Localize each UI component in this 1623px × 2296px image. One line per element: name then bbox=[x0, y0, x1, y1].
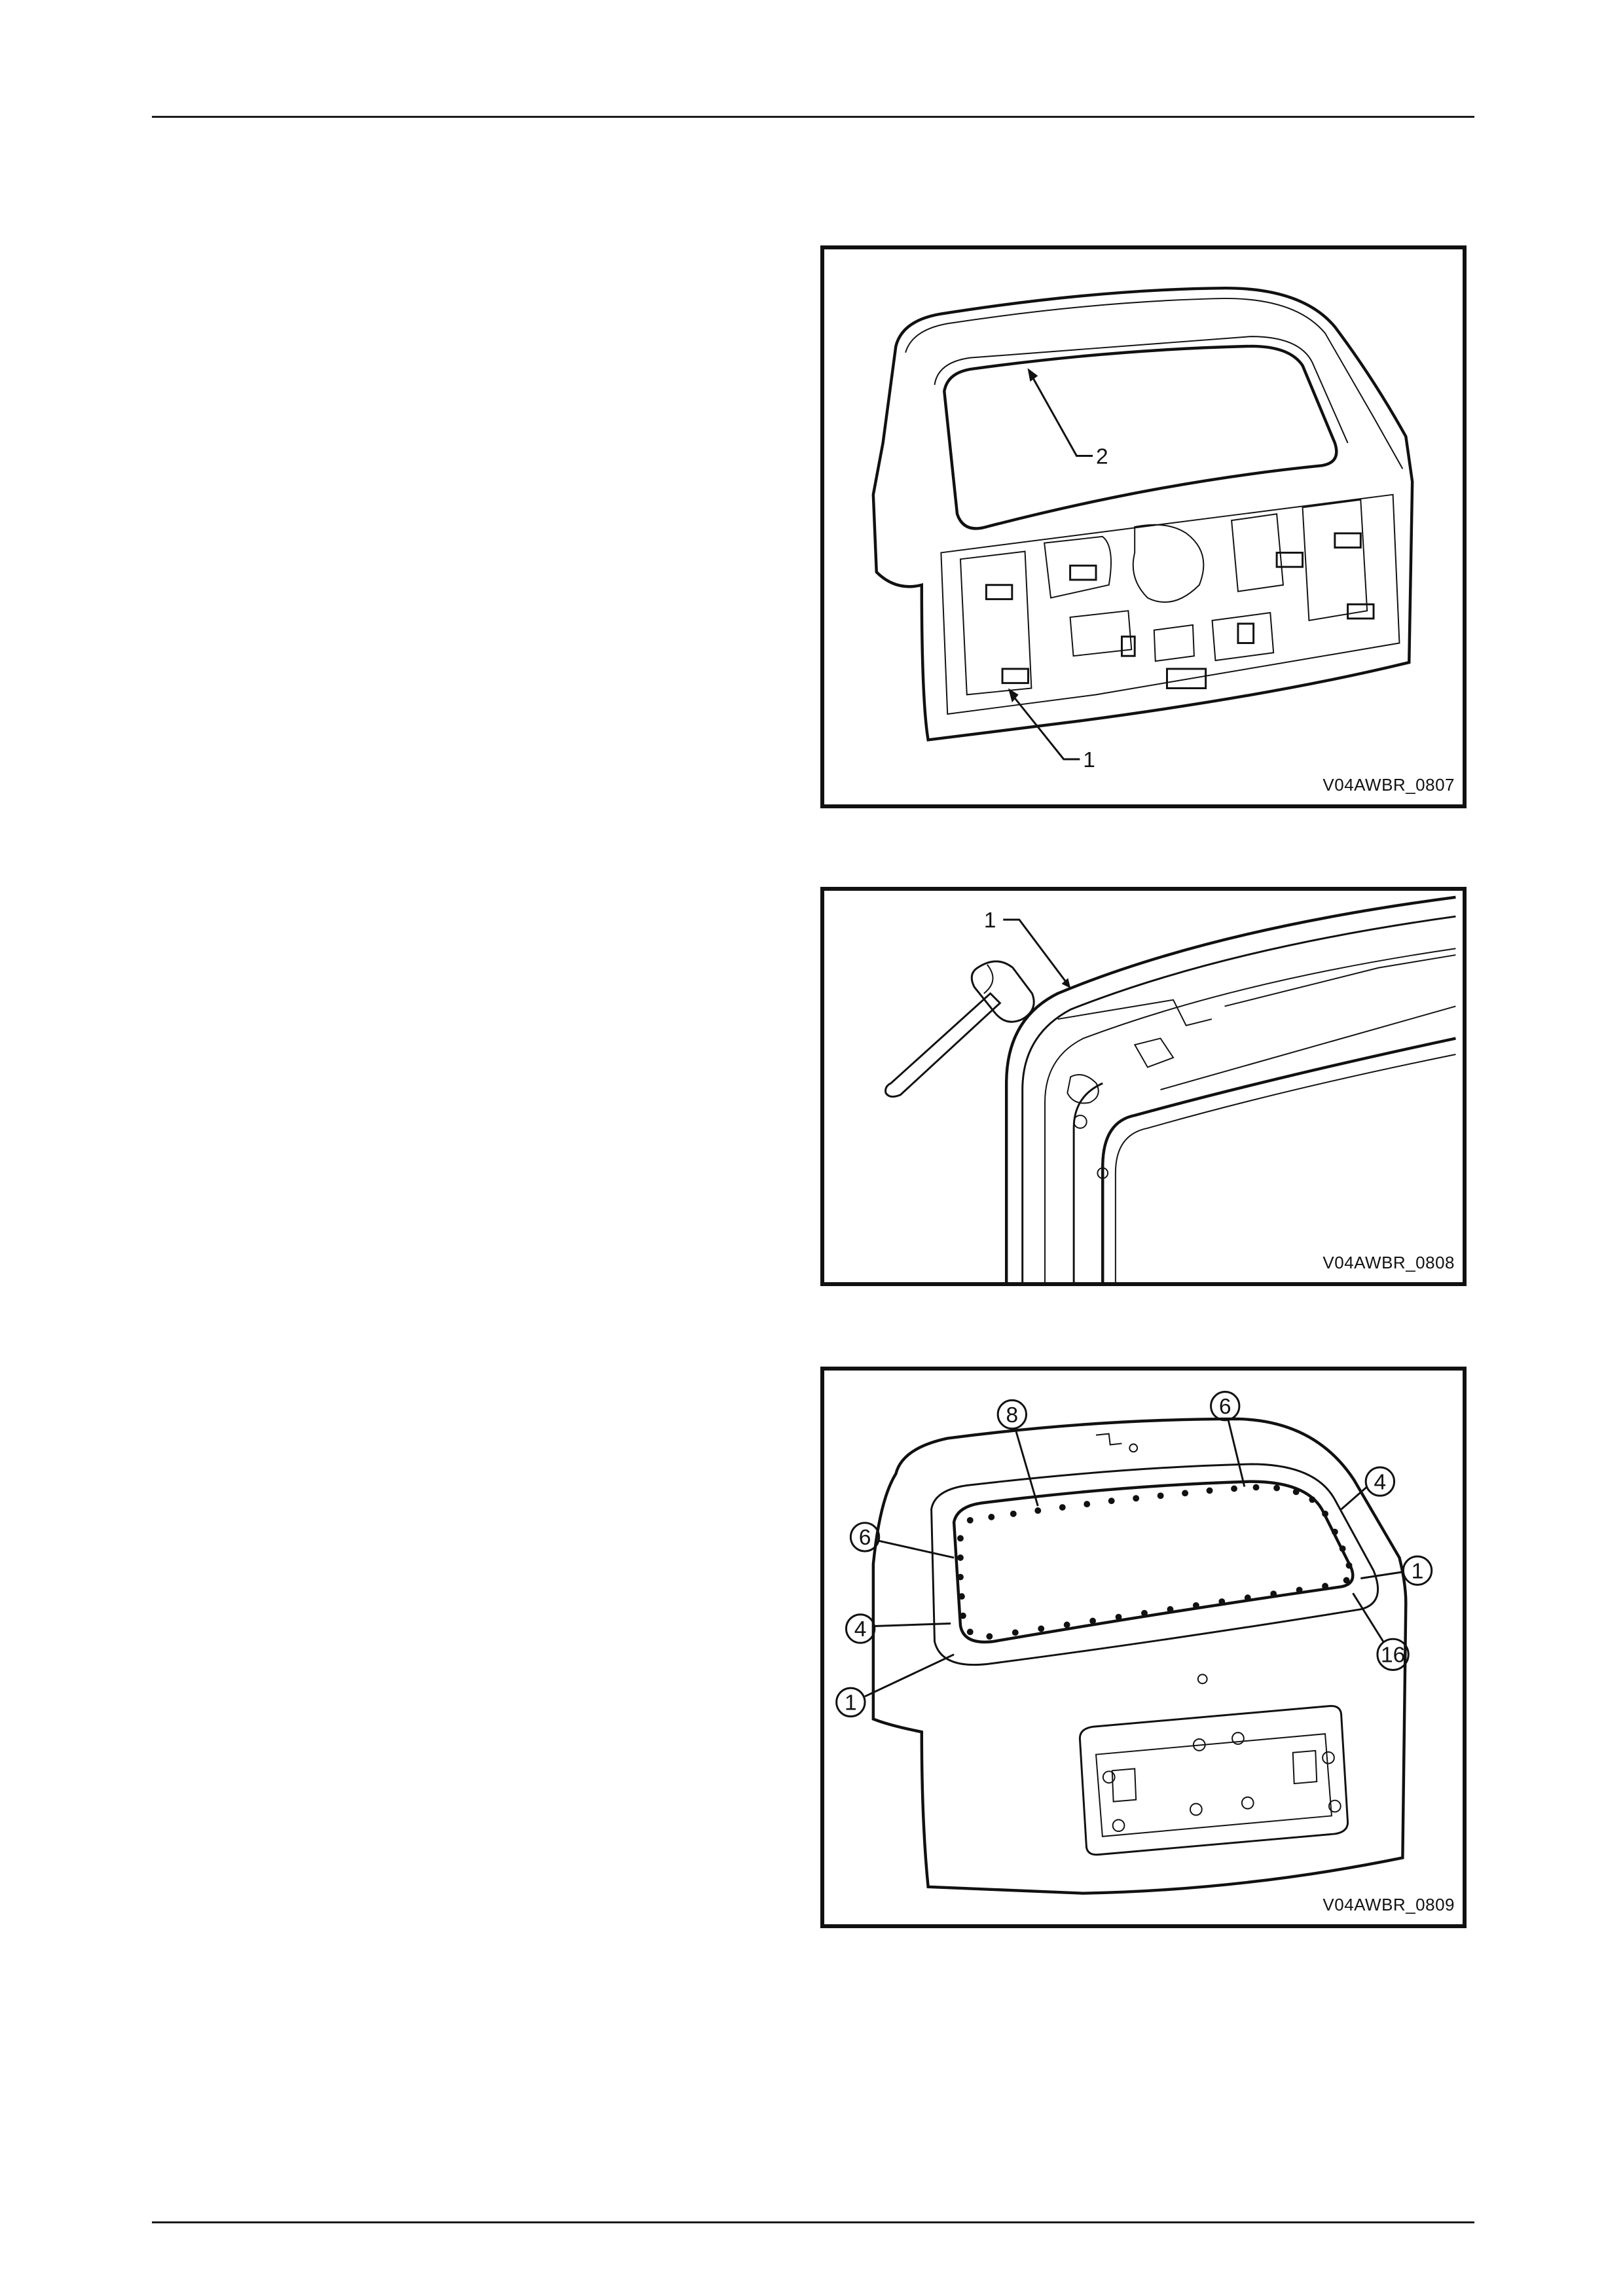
callout-4-right: 4 bbox=[1374, 1470, 1387, 1494]
mallet-icon bbox=[886, 961, 1034, 1097]
figure-id: V04AWBR_0807 bbox=[1322, 775, 1455, 795]
callout-6-left: 6 bbox=[859, 1526, 871, 1550]
callout-4-left: 4 bbox=[854, 1617, 867, 1641]
tailgate-inner-illustration: 1 2 bbox=[824, 249, 1463, 804]
figure-tailgate-outer-adhesive: 8 6 4 6 4 1 1 16 V04AWBR_0809 bbox=[820, 1367, 1467, 1928]
callout-2: 2 bbox=[1096, 444, 1108, 469]
footer-rule bbox=[152, 2221, 1474, 2223]
figure-tailgate-corner-mallet: 1 V04AWBR_0808 bbox=[820, 887, 1467, 1286]
figure-id: V04AWBR_0809 bbox=[1322, 1895, 1455, 1915]
callout-1-right: 1 bbox=[1412, 1559, 1424, 1583]
callout-8: 8 bbox=[1006, 1403, 1019, 1427]
tailgate-outer-illustration: 8 6 4 6 4 1 1 16 bbox=[824, 1371, 1463, 1924]
mallet-illustration: 1 bbox=[824, 891, 1463, 1282]
header-rule bbox=[152, 116, 1474, 118]
callout-6-top: 6 bbox=[1219, 1395, 1231, 1419]
callout-1: 1 bbox=[984, 908, 996, 933]
figure-tailgate-inner-panel: 1 2 V04AWBR_0807 bbox=[820, 245, 1467, 808]
callout-16: 16 bbox=[1381, 1643, 1405, 1668]
callout-1: 1 bbox=[1083, 748, 1095, 772]
figure-id: V04AWBR_0808 bbox=[1322, 1253, 1455, 1273]
adhesive-dots bbox=[957, 1484, 1352, 1640]
callout-1-left: 1 bbox=[845, 1691, 857, 1715]
